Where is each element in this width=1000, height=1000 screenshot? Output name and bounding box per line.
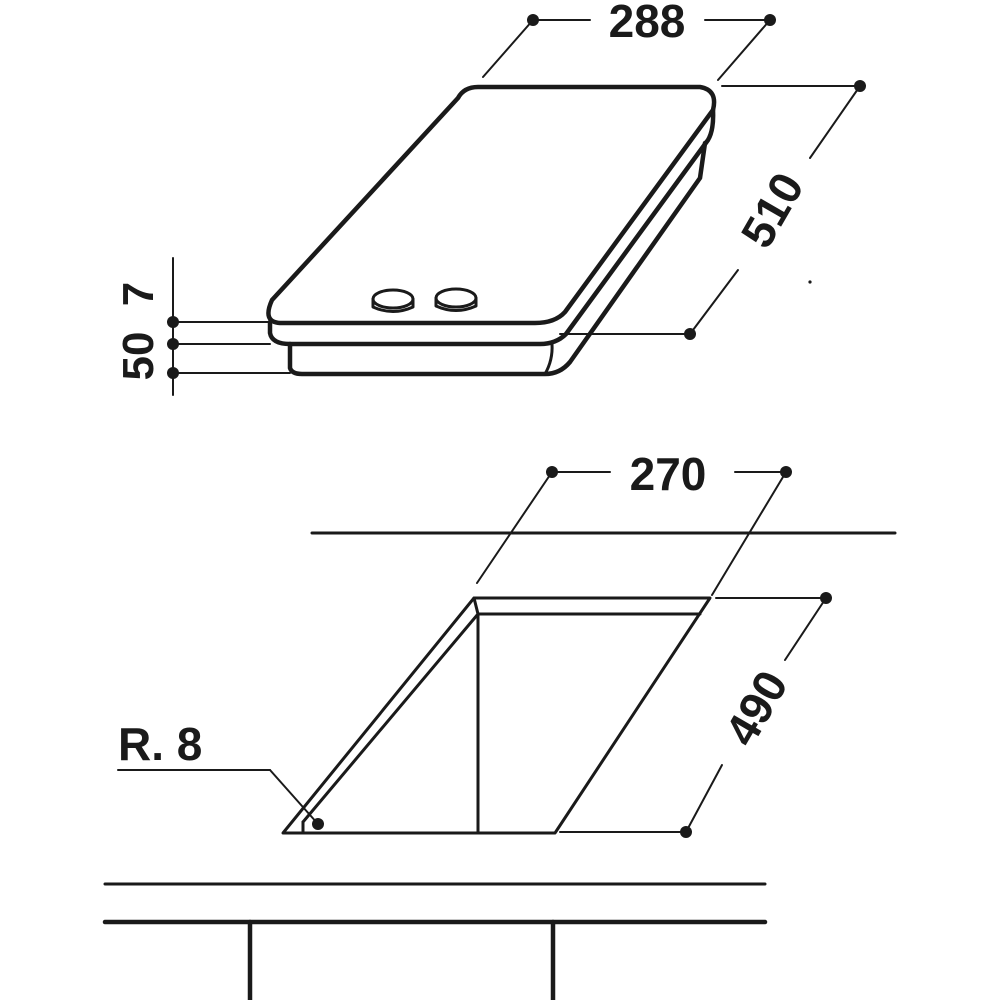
dimension-cutout-depth: 490 [559,592,832,838]
cutout-opening-outer [281,596,712,835]
dim-dot [764,14,776,26]
dim-dot [312,818,324,830]
knob-right-icon [434,287,478,312]
dim-dot [527,14,539,26]
dim-dot [167,316,179,328]
hob-base-body [287,140,708,377]
dim-dot [167,367,179,379]
dim-dot [780,466,792,478]
dimension-cutout-width: 270 [476,448,792,596]
hob-top-front-edge [267,107,716,347]
dim-dot [684,328,696,340]
cutout-depth-label: 490 [714,662,797,754]
dim-dot [820,592,832,604]
hob-drawing [266,84,717,377]
hob-body-height-label: 50 [114,332,163,381]
cutout-width-label: 270 [630,448,707,500]
dim-dot [808,280,812,284]
dimension-corner-radius: R. 8 [117,718,324,830]
corner-radius-label: R. 8 [118,718,202,770]
dim-dot [546,466,558,478]
dimension-hob-width: 288 [482,0,776,81]
dim-dot [854,80,866,92]
dimension-hob-height: 7 50 [114,257,291,396]
hob-top-surface [266,84,717,326]
hob-depth-label: 510 [730,164,813,256]
cutout-inner-left [301,612,480,824]
dim-dot [167,338,179,350]
hob-width-label: 288 [609,0,686,47]
knob-left-icon [371,288,415,313]
cutout-drawing [102,531,897,1000]
hob-base-front [543,342,554,376]
hob-top-thickness-label: 7 [114,282,163,306]
dim-dot [680,826,692,838]
cutout-opening-inner [472,596,702,616]
